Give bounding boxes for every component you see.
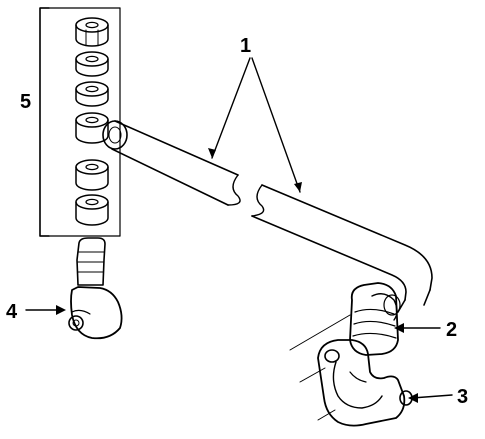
bar-bushing: [349, 282, 401, 356]
stack-part-washer: [75, 51, 109, 77]
frame-outline: [289, 314, 351, 421]
callout-5-label: 5: [20, 91, 31, 113]
callout-1-label: 1: [240, 35, 251, 57]
leader-lines: [25, 57, 453, 403]
bushing-bracket: [317, 339, 413, 427]
stack-part-cushion: [75, 112, 109, 144]
stack-part-cushion: [75, 159, 109, 191]
callout-4-label: 4: [6, 301, 18, 323]
stack-part-washer: [75, 81, 109, 107]
stabilizer-bar: [102, 120, 433, 313]
bushing-kit-bracket: [39, 7, 121, 237]
stack-part-cushion: [75, 194, 109, 226]
bushing-stack: [75, 17, 109, 226]
callout-3-label: 3: [457, 386, 468, 408]
callout-2-label: 2: [446, 319, 457, 341]
stack-part-nut: [75, 17, 109, 47]
stabilizer-link: [68, 237, 123, 340]
